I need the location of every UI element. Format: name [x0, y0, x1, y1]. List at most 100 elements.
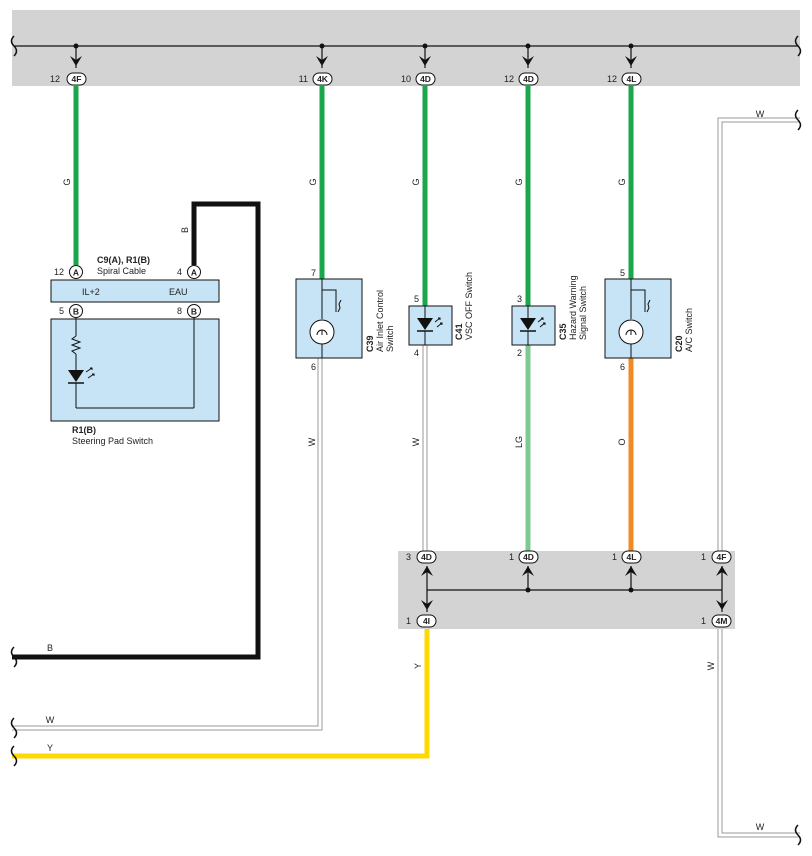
wire-black [12, 201, 261, 660]
wire-label-w-c39: W [307, 437, 317, 446]
svg-text:1: 1 [701, 616, 706, 626]
top-connector-4: 4D 12 [504, 43, 539, 86]
svg-text:Air Inlet Control: Air Inlet Control [375, 290, 385, 352]
wire-white-right-bot [717, 629, 800, 838]
c35-hazard-switch: 3 2 C35 Hazard Warning Signal Switch [511, 275, 588, 358]
svg-text:4L: 4L [627, 74, 637, 84]
wire-label-b-left: B [47, 643, 53, 653]
wire-label-b: B [180, 227, 190, 233]
top-connector-2: 4K 11 [299, 43, 333, 86]
svg-text:4F: 4F [72, 74, 82, 84]
svg-text:5: 5 [59, 306, 64, 316]
svg-text:Hazard Warning: Hazard Warning [568, 275, 578, 340]
steering-pad-switch: R1(B) Steering Pad Switch [50, 318, 220, 446]
top-connector-3: 4D 10 [401, 43, 436, 86]
junction-connector-4d-b: 4D 1 [509, 550, 539, 593]
svg-text:4K: 4K [317, 74, 329, 84]
svg-text:C20: C20 [674, 335, 684, 352]
svg-text:7: 7 [311, 268, 316, 278]
wire-label-o: O [617, 438, 627, 445]
wire-label-w-c41: W [411, 437, 421, 446]
svg-text:5: 5 [414, 294, 419, 304]
wire-label-w-left: W [46, 715, 55, 725]
wire-white-break [10, 717, 18, 739]
c41-vsc-off-switch: 5 4 C41 VSC OFF Switch [408, 272, 474, 358]
wire-label-w-right-bot: W [756, 822, 765, 832]
svg-text:12: 12 [54, 267, 64, 277]
svg-text:8: 8 [177, 306, 182, 316]
wire-white-rb-break [794, 824, 802, 846]
svg-text:6: 6 [311, 362, 316, 372]
svg-text:4I: 4I [423, 616, 430, 626]
svg-text:4F: 4F [717, 552, 727, 562]
svg-text:C41: C41 [454, 323, 464, 340]
wire-yellow [12, 629, 430, 759]
svg-text:4M: 4M [716, 616, 728, 626]
svg-text:12: 12 [607, 74, 617, 84]
wire-label-g-3: G [411, 178, 421, 185]
svg-text:4: 4 [414, 348, 419, 358]
svg-text:1: 1 [406, 616, 411, 626]
svg-text:10: 10 [401, 74, 411, 84]
svg-text:4D: 4D [421, 552, 432, 562]
wire-white-rt-break [794, 109, 802, 131]
wire-label-g-1: G [62, 178, 72, 185]
svg-text:11: 11 [299, 74, 308, 84]
svg-text:4: 4 [177, 267, 182, 277]
svg-text:Switch: Switch [385, 325, 395, 352]
svg-text:EAU: EAU [169, 287, 188, 297]
svg-text:C35: C35 [558, 323, 568, 340]
svg-text:12: 12 [504, 74, 514, 84]
c39-air-inlet-switch: 7 6 C39 Air Inlet Control Switch [295, 268, 395, 372]
svg-text:2: 2 [517, 348, 522, 358]
svg-text:12: 12 [50, 74, 60, 84]
svg-text:Spiral Cable: Spiral Cable [97, 266, 146, 276]
top-connector-5: 4L 12 [607, 43, 642, 86]
top-bus-bar [12, 10, 800, 86]
svg-text:Signal Switch: Signal Switch [578, 286, 588, 340]
svg-text:C9(A), R1(B): C9(A), R1(B) [97, 255, 150, 265]
svg-text:1: 1 [612, 552, 617, 562]
wire-label-w-right: W [706, 661, 716, 670]
svg-text:6: 6 [620, 362, 625, 372]
svg-text:A/C Switch: A/C Switch [684, 308, 694, 352]
svg-text:1: 1 [509, 552, 514, 562]
svg-text:5: 5 [620, 268, 625, 278]
wire-label-g-2: G [308, 178, 318, 185]
svg-text:A: A [191, 268, 197, 278]
junction-connector-4f: 4F 1 [701, 550, 732, 612]
wire-label-g-4: G [514, 178, 524, 185]
svg-text:4D: 4D [420, 74, 431, 84]
svg-text:4D: 4D [523, 552, 534, 562]
wire-label-y-vert: Y [413, 663, 423, 669]
svg-text:4D: 4D [523, 74, 534, 84]
svg-text:4L: 4L [627, 552, 637, 562]
wire-white-right-bot-inner [718, 629, 800, 837]
svg-text:C39: C39 [365, 335, 375, 352]
svg-text:B: B [73, 307, 79, 317]
svg-text:VSC OFF Switch: VSC OFF Switch [464, 272, 474, 340]
wire-black-break [10, 646, 18, 668]
junction-connector-4i: 4I 1 [406, 600, 437, 628]
svg-text:3: 3 [517, 294, 522, 304]
wire-white-c39-inner [12, 358, 322, 730]
svg-text:A: A [73, 268, 79, 278]
c20-ac-switch: 5 6 C20 A/C Switch [604, 268, 694, 372]
wire-label-g-5: G [617, 178, 627, 185]
svg-text:3: 3 [406, 552, 411, 562]
junction-connector-4l: 4L 1 [612, 550, 642, 593]
wire-label-lg: LG [514, 436, 524, 448]
svg-text:Steering Pad Switch: Steering Pad Switch [72, 436, 153, 446]
wire-white-right-top-inner [718, 118, 800, 551]
svg-text:1: 1 [701, 552, 706, 562]
junction-connector-4m: 4M 1 [701, 600, 732, 628]
svg-text:IL+2: IL+2 [82, 287, 100, 297]
wire-white-right-top [717, 117, 800, 551]
spiral-cable: C9(A), R1(B) Spiral Cable IL+2 EAU A 12 … [50, 255, 220, 318]
svg-text:B: B [191, 307, 197, 317]
wire-label-w-right-top: W [756, 109, 765, 119]
svg-text:R1(B): R1(B) [72, 425, 96, 435]
top-connector-1: 4F 12 [50, 43, 87, 86]
wire-yellow-break [10, 745, 18, 767]
